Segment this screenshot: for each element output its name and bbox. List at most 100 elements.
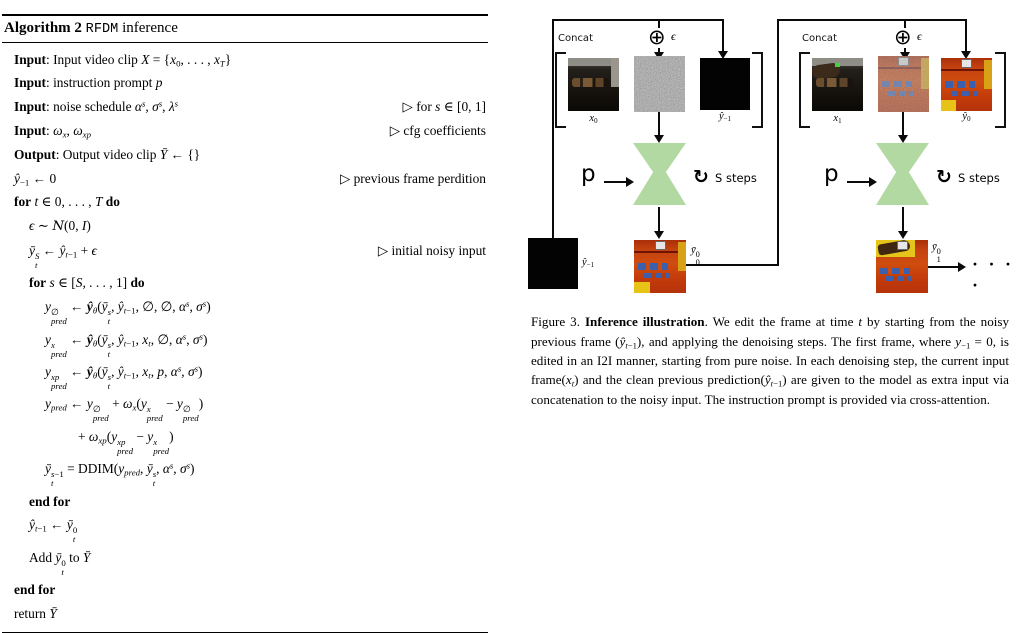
- algorithm-title: Algorithm 2 RFDM inference: [4, 20, 178, 37]
- frame-x0-thumbnail: [568, 58, 619, 111]
- alg-code: for t ∈ 0, . . . , T do: [14, 194, 120, 210]
- arrowhead-right-icon: [869, 177, 877, 187]
- algorithm-body: Input: Input video clip X = {x0, . . . ,…: [2, 43, 488, 631]
- alg-code: Input: instruction prompt p: [14, 75, 163, 91]
- arrowhead-down-icon: [898, 135, 908, 143]
- frame-label: ŷ−1: [582, 257, 595, 270]
- photo-detail: [654, 241, 666, 250]
- alg-code: end for: [29, 493, 71, 509]
- alg-line: Input: noise schedule αs, σs, λs▷ for s …: [14, 95, 486, 119]
- blue-objects: [644, 272, 671, 279]
- concat-label: Concat: [558, 33, 593, 44]
- alg-comment: ▷ previous frame perdition: [339, 170, 486, 186]
- noisy-thermal-thumbnail: [878, 56, 929, 112]
- alg-code: for s ∈ [S, . . . , 1] do: [29, 275, 145, 291]
- blue-objects: [886, 276, 913, 282]
- flow-line: [965, 19, 967, 52]
- flow-line: [658, 20, 660, 28]
- concat-label: Concat: [802, 33, 837, 44]
- flow-line: [686, 264, 779, 266]
- denoising-model: [633, 143, 686, 205]
- flow-line: [552, 19, 554, 238]
- yellow-patch: [941, 100, 957, 111]
- flow-line: [904, 20, 906, 28]
- arrowhead-down-icon: [718, 51, 728, 59]
- alg-comment: ▷ initial noisy input: [377, 243, 486, 259]
- prev-prediction-thumbnail: [941, 58, 992, 111]
- alg-code: end for: [14, 582, 56, 598]
- alg-comment: ▷ cfg coefficients: [389, 123, 486, 139]
- alg-line: ŷ−1 ← 0 ▷ previous frame perdition: [14, 166, 486, 190]
- alg-line: ϵ ∼ N(0, I): [29, 214, 486, 239]
- continuation-dots: · · · ·: [972, 254, 1015, 295]
- inference-diagram: ⊕ ϵ Concat x0 ŷ−1 p ↻ S steps: [524, 8, 1021, 297]
- noise-frame-thumbnail: [634, 56, 685, 112]
- output-frame-thumbnail: [876, 240, 928, 293]
- blue-objects: [880, 267, 911, 274]
- alg-line: return Ȳ: [14, 602, 486, 626]
- alg-line: end for: [29, 489, 486, 513]
- flow-line: [928, 266, 958, 268]
- output-frame-thumbnail: [634, 240, 686, 293]
- loop-arrow-icon: ↻: [693, 166, 709, 188]
- alg-line: for s ∈ [S, . . . , 1] do: [29, 271, 486, 295]
- blue-objects: [951, 90, 977, 97]
- frame-label: x1: [833, 113, 842, 126]
- yellow-patch: [634, 282, 650, 293]
- flow-line: [658, 207, 660, 231]
- alg-line: Output: Output video clip Ȳ ← {}: [14, 143, 486, 167]
- flow-line: [777, 20, 779, 266]
- left-bracket: [555, 52, 566, 128]
- alg-line: Input: instruction prompt p: [14, 71, 486, 95]
- prev-frame-black-thumbnail: [700, 58, 750, 110]
- photo-detail: [634, 250, 686, 253]
- photo-detail: [896, 241, 908, 250]
- frame-label: ŷ−1: [718, 111, 732, 124]
- figure-3: ⊕ ϵ Concat x0 ŷ−1 p ↻ S steps: [524, 8, 1021, 407]
- photo-highlight: [610, 58, 619, 88]
- photo-detail: [572, 78, 609, 87]
- blue-objects: [945, 81, 975, 88]
- alg-line: end for: [14, 578, 486, 602]
- frame-label: x0: [589, 113, 598, 126]
- alg-code: ϵ ∼ N(0, I): [29, 218, 91, 235]
- alg-line: for t ∈ 0, . . . , T do: [14, 190, 486, 214]
- alg-comment: ▷ for s ∈ [0, 1]: [402, 99, 486, 115]
- frame-label: ŷ0: [962, 111, 971, 124]
- arrowhead-down-icon: [654, 231, 664, 239]
- alg-code: Input: Input video clip X = {x0, . . . ,…: [14, 51, 232, 69]
- photo-detail: [941, 68, 992, 71]
- flow-line: [658, 112, 660, 136]
- algorithm-top-rule: [2, 14, 488, 16]
- photo-detail: [961, 59, 973, 68]
- alg-code: ŷ−1 ← 0: [14, 170, 57, 188]
- flow-line: [902, 112, 904, 136]
- flow-line: [722, 19, 724, 52]
- photo-detail: [816, 78, 853, 87]
- denoising-model: [876, 143, 929, 205]
- alg-code: Input: ωx, ωxp: [14, 123, 91, 140]
- alg-code: return Ȳ: [14, 605, 57, 621]
- yellow-patch: [984, 60, 992, 90]
- loop-arrow-icon: ↻: [936, 166, 952, 188]
- arrowhead-down-icon: [961, 51, 971, 59]
- arrowhead-right-icon: [958, 262, 966, 272]
- photo-highlight: [812, 58, 863, 67]
- arrowhead-down-icon: [898, 231, 908, 239]
- alg-code: Output: Output video clip Ȳ ← {}: [14, 146, 201, 162]
- alg-line: Input: ωx, ωxp ▷ cfg coefficients: [14, 119, 486, 143]
- photo-detail: [835, 62, 841, 67]
- steps-label: S steps: [715, 171, 757, 185]
- figure-caption: Figure 3. Inference illustration. We edi…: [531, 314, 1010, 407]
- arrowhead-right-icon: [626, 177, 634, 187]
- algorithm-header-rule: [2, 42, 488, 44]
